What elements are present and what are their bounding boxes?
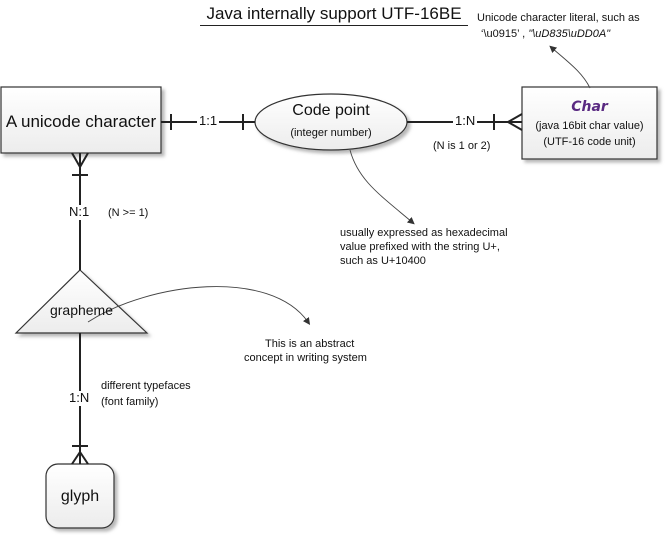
callout-codepoint-note [349,149,415,225]
callout-grapheme-note [87,286,311,325]
grapheme-note-line1: This is an abstract [265,338,355,350]
char-literal-example-2: "\uD835\uDD0A" [528,28,611,40]
code-point-sublabel: (integer number) [290,127,372,139]
relation-Nto1-label: N:1 [67,204,92,220]
diagram-title: Java internally support UTF-16BE [0,4,668,26]
relation-1to1-label: 1:1 [197,113,220,129]
relation-1toN-codepoint-label: 1:N [453,113,478,129]
codepoint-note-line2: value prefixed with the string U+, [340,241,500,253]
grapheme-label: grapheme [49,302,114,318]
codepoint-note-line1: usually expressed as hexadecimal [340,227,508,239]
relation-1toN-glyph-label: 1:N [67,390,92,406]
relation-codepoint-note: (N is 1 or 2) [433,140,491,152]
glyph-label: glyph [60,488,100,505]
callout-char-literal [549,45,591,89]
code-point-label: Code point [292,102,370,119]
char-literal-note-line1: Unicode character literal, such as [477,12,640,24]
relation-Nto1-note: (N >= 1) [108,207,149,219]
relation-glyph-note-line2: (font family) [101,396,159,408]
grapheme-triangle[interactable] [14,269,149,334]
char-line1: (java 16bit char value) [535,120,644,132]
unicode-character-label: A unicode character [5,112,157,131]
grapheme-note-line2: concept in writing system [244,352,367,364]
char-literal-example-1: ‘\u0915’ , [481,28,526,40]
relation-glyph-note-line1: different typefaces [101,380,191,392]
char-line2: (UTF-16 code unit) [543,136,636,148]
codepoint-note-line3: such as U+10400 [340,255,426,267]
char-literal-note-line2: ‘\u0915’ , "\uD835\uDD0A" [481,28,610,41]
char-label: Char [571,99,608,115]
unicode-character-box[interactable] [0,86,162,154]
